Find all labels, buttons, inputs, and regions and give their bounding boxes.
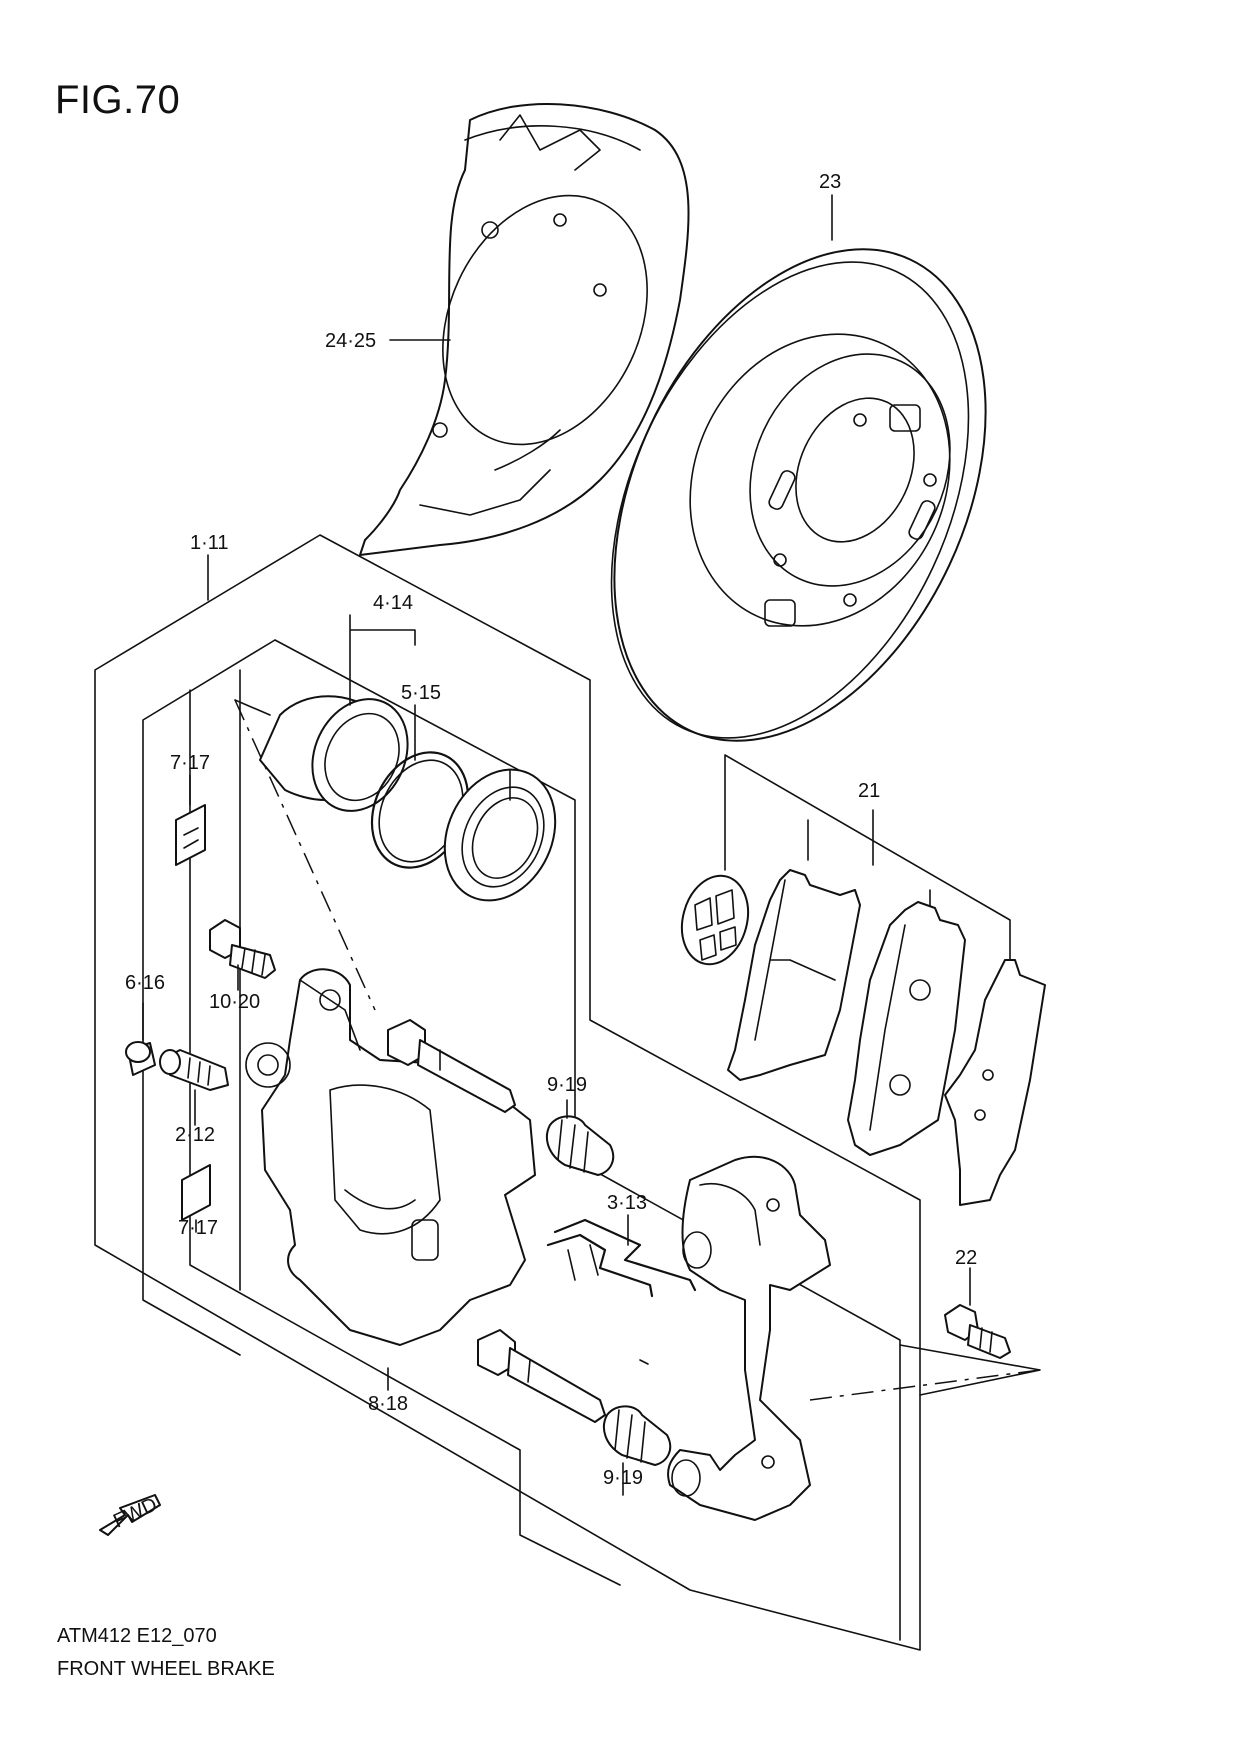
assembly-1-11-outline bbox=[94, 534, 921, 1651]
callout-22: 22 bbox=[955, 1247, 977, 1269]
callout-4-14: 4·14 bbox=[373, 592, 413, 614]
callout-9-19-top: 9·19 bbox=[547, 1074, 587, 1096]
fwd-label: FWD bbox=[110, 1493, 161, 1532]
caliper-body-part[interactable] bbox=[245, 968, 536, 1346]
guide-pin-upper-part[interactable] bbox=[387, 1019, 516, 1113]
callout-21: 21 bbox=[858, 780, 880, 802]
callout-1-11: 1·11 bbox=[190, 532, 229, 554]
callout-23: 23 bbox=[819, 171, 841, 193]
callout-6-16: 6·16 bbox=[125, 972, 165, 994]
fwd-arrow-icon: FWD bbox=[99, 1493, 161, 1536]
guide-pin-lower-part[interactable] bbox=[477, 1329, 606, 1423]
figure-title: FIG.70 bbox=[55, 78, 181, 122]
piston-part[interactable] bbox=[259, 683, 425, 826]
bracket-bolt-part[interactable] bbox=[944, 1304, 1011, 1359]
pin-boot-lower-part[interactable] bbox=[603, 1405, 672, 1466]
bleeder-screw-part[interactable] bbox=[159, 1049, 229, 1091]
brake-pad-inner-part[interactable] bbox=[727, 869, 861, 1081]
pin-boot-upper-part[interactable] bbox=[546, 1115, 615, 1176]
bleeder-cap-part[interactable] bbox=[125, 1041, 156, 1076]
diagram-name: FRONT WHEEL BRAKE bbox=[57, 1658, 275, 1680]
caliper-bolt-part[interactable] bbox=[209, 919, 276, 979]
brake-disc-part[interactable] bbox=[540, 190, 1059, 801]
bleeder-cap-tag-top[interactable] bbox=[175, 804, 206, 866]
pad-set-outline bbox=[724, 754, 1011, 961]
caliper-bracket-part[interactable] bbox=[667, 1155, 831, 1521]
callout-24-25: 24·25 bbox=[325, 330, 376, 352]
callout-7-17-bottom: 7·17 bbox=[178, 1217, 218, 1239]
callout-3-13: 3·13 bbox=[607, 1192, 647, 1214]
anti-squeal-shim-part[interactable] bbox=[944, 959, 1046, 1206]
pad-clip-part[interactable] bbox=[546, 1218, 697, 1298]
callout-9-19-bottom: 9·19 bbox=[603, 1467, 643, 1489]
diagram-code: ATM412 E12_070 bbox=[57, 1625, 217, 1647]
callout-7-17-top: 7·17 bbox=[170, 752, 210, 774]
callout-5-15: 5·15 bbox=[401, 682, 441, 704]
pad-shim-part[interactable] bbox=[672, 868, 757, 971]
brake-pad-outer-part[interactable] bbox=[847, 901, 966, 1156]
callout-10-20: 10·20 bbox=[209, 991, 260, 1013]
callout-8-18: 8·18 bbox=[368, 1393, 408, 1415]
bolt-22-guide bbox=[899, 1344, 1041, 1396]
leader-4-14 bbox=[349, 614, 416, 706]
piston-boot-part[interactable] bbox=[424, 751, 576, 918]
bleeder-cap-tag-bottom[interactable] bbox=[181, 1164, 211, 1221]
callout-2-12: 2·12 bbox=[175, 1124, 215, 1146]
dust-shield-part[interactable] bbox=[359, 103, 690, 556]
